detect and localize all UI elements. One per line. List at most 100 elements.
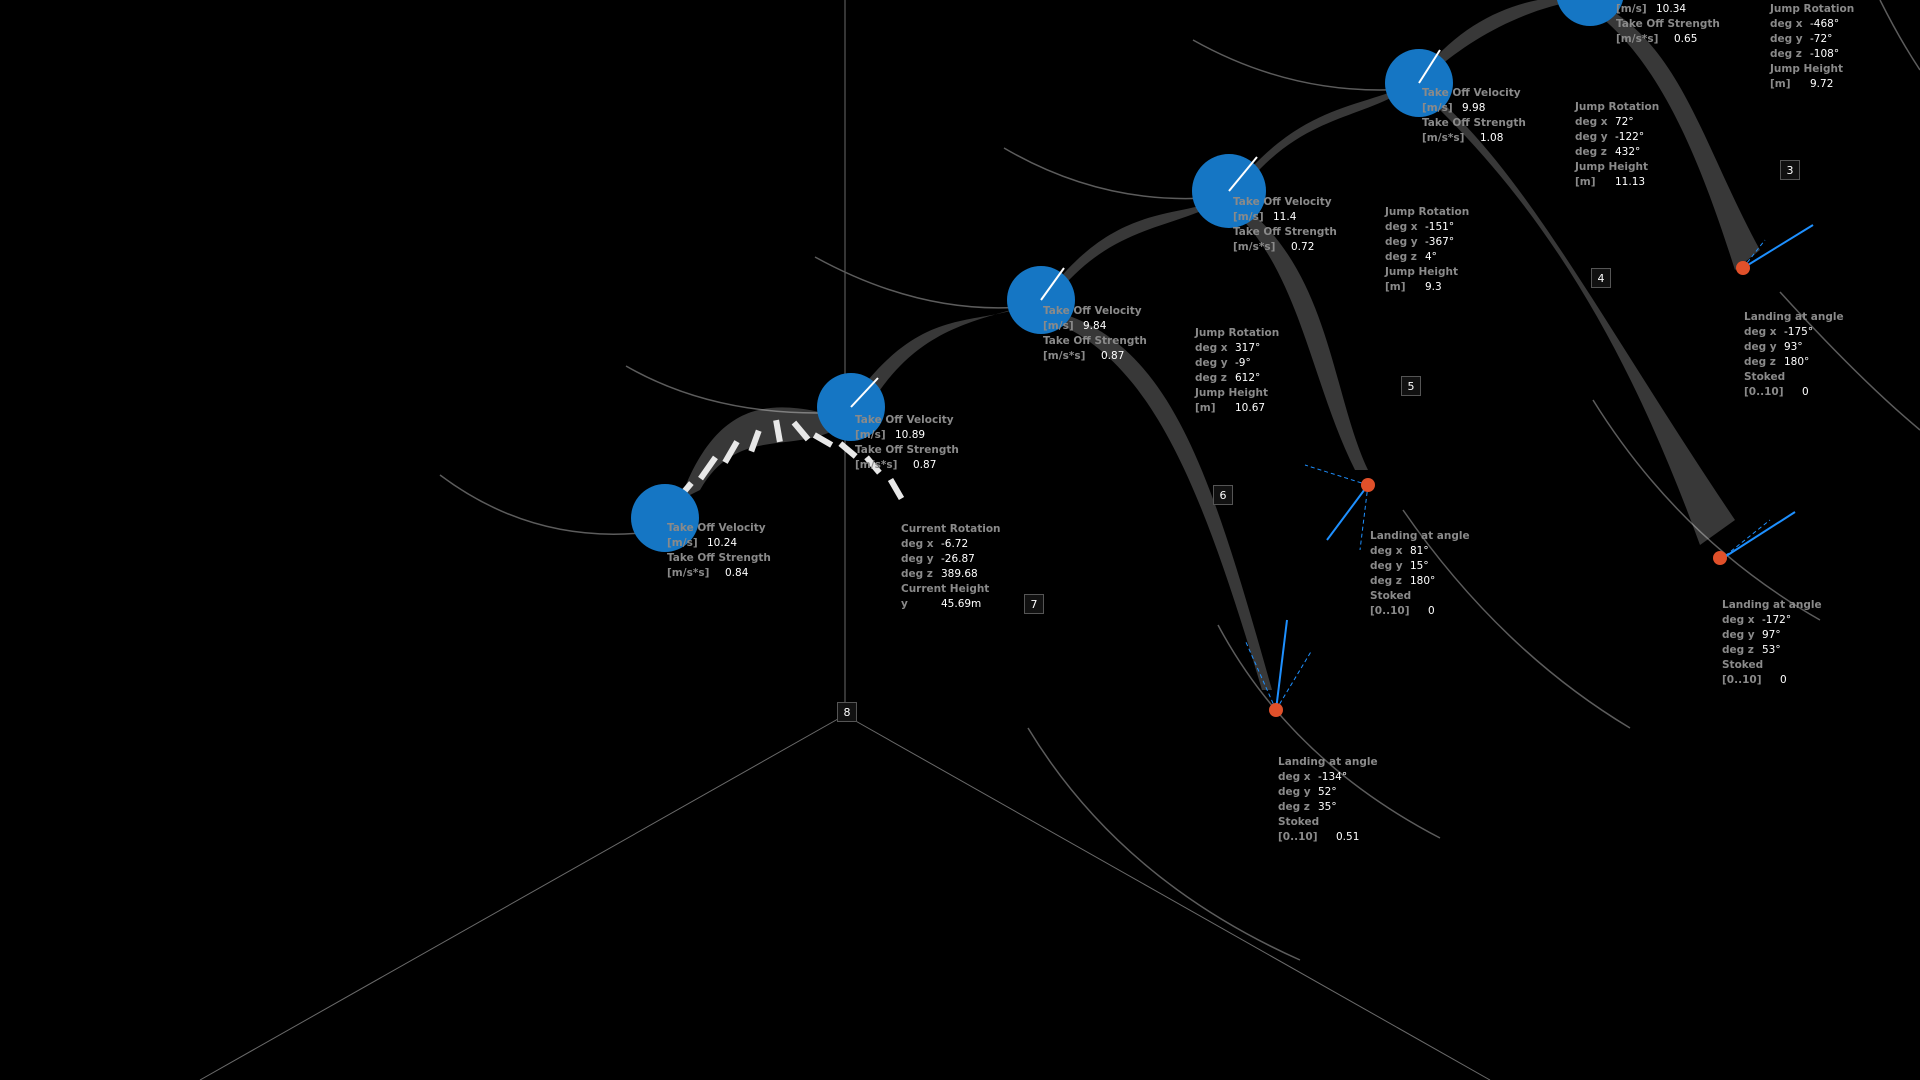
field-value: 93° xyxy=(1784,341,1803,353)
landing-info-row: Landing at angle xyxy=(1744,310,1844,325)
field-label: deg x xyxy=(1385,221,1418,233)
jump-info-row: [m]9.72 xyxy=(1770,77,1854,92)
field-value: 0 xyxy=(1780,674,1787,686)
waypoint-marker[interactable]: 6 xyxy=(1213,485,1233,505)
field-heading: Take Off Strength xyxy=(855,444,959,456)
jump-info-row: Jump Rotation xyxy=(1385,205,1469,220)
field-label: deg z xyxy=(1385,251,1417,263)
field-heading: Take Off Strength xyxy=(1616,18,1720,30)
field-label: [m/s] xyxy=(1422,102,1453,114)
field-label: deg x xyxy=(1370,545,1403,557)
jump-info-row: Jump Rotation xyxy=(1770,2,1854,17)
field-heading: Stoked xyxy=(1744,371,1786,383)
takeoff-info-row: Take Off Strength xyxy=(855,443,959,458)
field-label: [m/s] xyxy=(1043,320,1074,332)
landing-info-row: Stoked xyxy=(1370,589,1470,604)
takeoff-info-row: Take Off Velocity xyxy=(667,521,771,536)
field-value: 10.67 xyxy=(1235,402,1266,414)
field-label: [m/s*s] xyxy=(1616,33,1659,45)
field-value: 0 xyxy=(1802,386,1809,398)
field-label: [m] xyxy=(1575,176,1596,188)
field-value: 35° xyxy=(1318,801,1337,813)
jump-info-row: [m] 11.13 xyxy=(1575,175,1659,190)
field-value: 389.68 xyxy=(941,568,978,580)
current-rotation-info-row: Current Height xyxy=(901,582,1001,597)
takeoff-info-row: [m/s]9.98 xyxy=(1422,101,1526,116)
landing-info-row: [0..10]0 xyxy=(1370,604,1470,619)
field-value: 9.3 xyxy=(1425,281,1442,293)
field-heading: Jump Rotation xyxy=(1575,101,1660,113)
field-label: deg z xyxy=(1744,356,1776,368)
field-value: 317° xyxy=(1235,342,1261,354)
field-label: deg y xyxy=(1370,560,1403,572)
field-label: deg z xyxy=(1575,146,1607,158)
takeoff-info-row: Take Off Strength xyxy=(1043,334,1147,349)
current-rotation-info-row: deg y-26.87 xyxy=(901,552,1001,567)
takeoff-info-row: [m/s]9.84 xyxy=(1043,319,1147,334)
field-value: 97° xyxy=(1762,629,1781,641)
waypoint-marker[interactable]: 8 xyxy=(837,702,857,722)
field-heading: Jump Height xyxy=(1770,63,1844,75)
field-value: 4° xyxy=(1425,251,1437,263)
landing-info-row: deg x-134° xyxy=(1278,770,1378,785)
field-value: -367° xyxy=(1425,236,1455,248)
waypoint-marker[interactable]: 7 xyxy=(1024,594,1044,614)
jump-info-row: Jump Rotation xyxy=(1575,100,1659,115)
field-label: [m] xyxy=(1195,402,1216,414)
field-label: [0..10] xyxy=(1278,831,1318,843)
field-value: 72° xyxy=(1615,116,1634,128)
landing-info-row: Stoked xyxy=(1722,658,1822,673)
takeoff-info-row: [m/s]11.4 xyxy=(1233,210,1337,225)
field-label: [0..10] xyxy=(1722,674,1762,686)
field-value: 0.84 xyxy=(725,567,749,579)
waypoint-marker[interactable]: 5 xyxy=(1401,376,1421,396)
landing-info-row: Landing at angle xyxy=(1722,598,1822,613)
field-value: 15° xyxy=(1410,560,1429,572)
axis-lines xyxy=(199,0,1491,1080)
takeoff-info-row: Take Off Velocity xyxy=(1422,86,1526,101)
jump-info-row: Jump Height xyxy=(1195,386,1279,401)
landing-info-row: [0..10]0 xyxy=(1744,385,1844,400)
field-label: deg z xyxy=(1370,575,1402,587)
landing-info-row: deg z 180° xyxy=(1370,574,1470,589)
field-value: -6.72 xyxy=(941,538,969,550)
field-value: 11.13 xyxy=(1615,176,1646,188)
landing-info-row: deg y 15° xyxy=(1370,559,1470,574)
field-value: -468° xyxy=(1810,18,1840,30)
field-heading: Jump Height xyxy=(1195,387,1269,399)
field-label: deg z xyxy=(1770,48,1802,60)
field-heading: Take Off Velocity xyxy=(1422,87,1521,99)
field-label: [m/s*s] xyxy=(1043,350,1086,362)
waypoint-marker[interactable]: 3 xyxy=(1780,160,1800,180)
field-value: 52° xyxy=(1318,786,1337,798)
field-heading: Stoked xyxy=(1278,816,1320,828)
field-label: [m/s*s] xyxy=(855,459,898,471)
field-value: -151° xyxy=(1425,221,1455,233)
jump-info-row: [m]9.3 xyxy=(1385,280,1469,295)
jump-info-row: Jump Height xyxy=(1575,160,1659,175)
waypoint-marker[interactable]: 4 xyxy=(1591,268,1611,288)
takeoff-info-row: [m/s*s]0.65 xyxy=(1616,32,1720,47)
landing-info-row: Landing at angle xyxy=(1370,529,1470,544)
jump-info-row: deg z-108° xyxy=(1770,47,1854,62)
field-heading: Stoked xyxy=(1370,590,1412,602)
field-heading: Take Off Strength xyxy=(1422,117,1526,129)
field-label: [m] xyxy=(1770,78,1791,90)
jump-info-row: Jump Height xyxy=(1770,62,1854,77)
field-label: deg z xyxy=(901,568,933,580)
field-label: [m/s*s] xyxy=(1422,132,1465,144)
takeoff-info-row: Take Off Strength xyxy=(1616,17,1720,32)
field-value: 180° xyxy=(1410,575,1436,587)
takeoff-info-row: Take Off Strength xyxy=(1233,225,1337,240)
